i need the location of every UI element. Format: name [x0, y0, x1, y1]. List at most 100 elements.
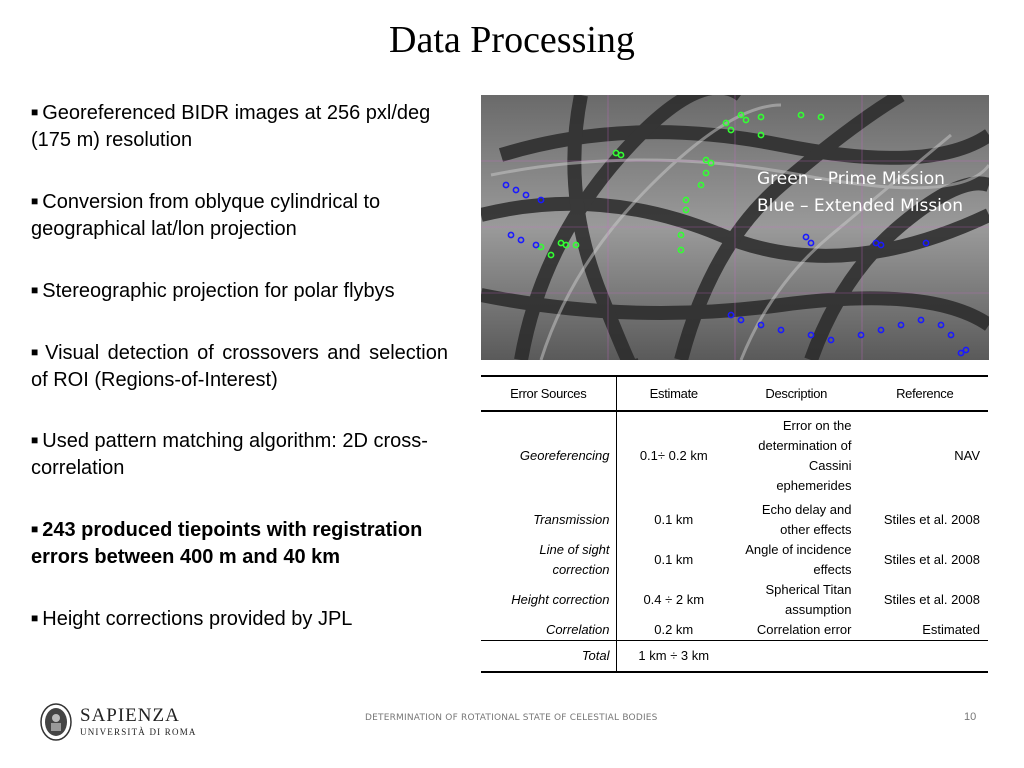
- cell-source: Georeferencing: [519, 448, 610, 463]
- tiepoint-marker: [857, 331, 865, 339]
- tiepoint-marker: [507, 231, 515, 239]
- tiepoint-marker: [877, 326, 885, 334]
- tiepoint-marker: [617, 151, 625, 159]
- bullet-text: Conversion from oblyque cylindrical to g…: [31, 191, 381, 240]
- tiepoint-marker: [537, 196, 545, 204]
- sapienza-wordmark: SAPIENZA UNIVERSITÀ DI ROMA: [80, 706, 197, 739]
- tiepoint-marker: [727, 311, 735, 319]
- seal-icon: [40, 703, 72, 741]
- cell-description: Correlation error: [756, 622, 852, 637]
- cell-estimate: 0.4 ÷ 2 km: [615, 580, 731, 620]
- bullet-text: Height corrections provided by JPL: [42, 608, 353, 630]
- cell-description: Angle of incidence effects: [745, 542, 852, 577]
- tiepoint-marker: [947, 331, 955, 339]
- cell-description: Error on the determination of Cassini ep…: [758, 418, 852, 493]
- bullet-item: ■Used pattern matching algorithm: 2D cro…: [31, 427, 448, 482]
- bullet-square-icon: ■: [31, 522, 39, 536]
- cell-estimate: 0.1 km: [615, 500, 731, 540]
- tiepoint-marker: [532, 241, 540, 249]
- tiepoint-marker: [922, 239, 930, 247]
- cell-source: Transmission: [533, 512, 610, 527]
- bullet-square-icon: ■: [31, 433, 39, 447]
- tiepoint-marker: [807, 331, 815, 339]
- tiepoint-marker: [562, 241, 570, 249]
- error-sources-table: Error Sources Estimate Description Refer…: [481, 375, 988, 673]
- bullet-item: ■Visual detection of crossovers and sele…: [31, 339, 448, 394]
- legend-extended: Blue – Extended Mission: [757, 196, 964, 216]
- tiepoint-marker: [702, 156, 710, 164]
- tiepoint-marker: [737, 111, 745, 119]
- cell-reference: Stiles et al. 2008: [883, 512, 980, 527]
- cell-estimate: 0.1 km: [615, 540, 731, 580]
- table-row: Correlation 0.2 km Correlation error Est…: [481, 620, 988, 641]
- tiepoint-marker: [682, 206, 690, 214]
- tiepoint-marker: [827, 336, 835, 344]
- bullet-item: ■Stereographic projection for polar flyb…: [31, 277, 448, 305]
- cell-reference: Stiles et al. 2008: [883, 592, 980, 607]
- table-row: Transmission 0.1 km Echo delay and other…: [481, 500, 988, 540]
- cell-reference: Stiles et al. 2008: [883, 552, 980, 567]
- bullet-text: 243 produced tiepoints with registration…: [31, 519, 423, 568]
- bullet-square-icon: ■: [31, 105, 39, 119]
- page-number: 10: [964, 711, 977, 723]
- map-image: [481, 95, 989, 360]
- tiepoint-marker: [522, 191, 530, 199]
- bullet-square-icon: ■: [31, 345, 42, 359]
- tiepoint-marker: [957, 349, 965, 357]
- cell-total-label: Total: [481, 640, 617, 673]
- tiepoint-marker: [682, 196, 690, 204]
- table-total-row: Total 1 km ÷ 3 km: [481, 640, 988, 673]
- swath-highlights: [490, 103, 989, 360]
- header-error-sources: Error Sources: [481, 375, 617, 412]
- map-legend: Green – Prime Mission Blue – Extended Mi…: [757, 166, 963, 220]
- bullet-text: Stereographic projection for polar flyby…: [42, 280, 395, 302]
- footer-title: DETERMINATION OF ROTATIONAL STATE OF CEL…: [365, 713, 658, 723]
- table-row: Height correction 0.4 ÷ 2 km Spherical T…: [481, 580, 988, 620]
- cell-empty: [730, 640, 862, 673]
- tiepoint-marker: [937, 321, 945, 329]
- tiepoint-marker: [502, 181, 510, 189]
- bullet-text: Georeferenced BIDR images at 256 pxl/deg…: [31, 102, 431, 151]
- tiepoint-marker: [572, 241, 580, 249]
- bullet-square-icon: ■: [31, 283, 39, 297]
- tiepoint-marker: [547, 251, 555, 259]
- sapienza-seal-logo: [40, 703, 72, 746]
- tiepoint-marker: [757, 113, 765, 121]
- tiepoint-marker: [962, 346, 970, 354]
- brand-subtitle: UNIVERSITÀ DI ROMA: [80, 727, 197, 737]
- tiepoint-marker: [797, 111, 805, 119]
- tiepoint-marker: [742, 116, 750, 124]
- bullet-square-icon: ■: [31, 611, 39, 625]
- cell-source: Correlation: [545, 622, 610, 637]
- cell-description: Echo delay and other effects: [761, 502, 852, 537]
- cell-estimate: 0.1÷ 0.2 km: [615, 411, 731, 500]
- bullet-text: Visual detection of crossovers and selec…: [31, 342, 449, 391]
- cell-estimate: 0.2 km: [615, 620, 731, 641]
- bullet-square-icon: ■: [31, 194, 39, 208]
- tiepoint-marker: [517, 236, 525, 244]
- tiepoint-marker: [817, 113, 825, 121]
- tiepoint-marker: [807, 239, 815, 247]
- cell-source: Line of sight correction: [539, 542, 610, 577]
- extended-mission-points: [502, 181, 970, 357]
- tiepoint-marker: [737, 316, 745, 324]
- tiepoint-marker: [757, 131, 765, 139]
- legend-prime: Green – Prime Mission: [757, 169, 945, 189]
- tiepoint-marker: [722, 119, 730, 127]
- tiepoint-marker: [677, 246, 685, 254]
- tiepoint-marker: [677, 231, 685, 239]
- tiepoint-marker: [757, 321, 765, 329]
- tiepoint-marker: [777, 326, 785, 334]
- tiepoint-marker: [897, 321, 905, 329]
- tiepoint-marker: [802, 233, 810, 241]
- bullet-item: ■Conversion from oblyque cylindrical to …: [31, 188, 448, 243]
- grid-lines: [481, 95, 989, 360]
- tiepoint-marker: [917, 316, 925, 324]
- cell-description: Spherical Titan assumption: [765, 582, 852, 617]
- cell-total-estimate: 1 km ÷ 3 km: [615, 640, 731, 673]
- tiepoint-marker: [707, 159, 715, 167]
- table-row: Line of sight correction 0.1 km Angle of…: [481, 540, 988, 580]
- header-reference: Reference: [861, 375, 988, 412]
- tiepoint-marker: [512, 186, 520, 194]
- header-description: Description: [730, 375, 862, 412]
